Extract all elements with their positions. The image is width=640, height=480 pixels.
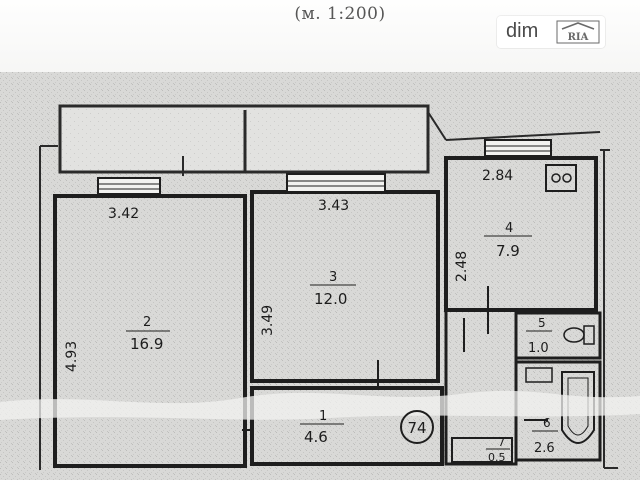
- room-4: [444, 156, 598, 312]
- apartment-number-stamp: 74: [400, 410, 434, 444]
- room-6-area: 2.6: [534, 441, 555, 456]
- dimension-room3-width: 3.43: [318, 198, 349, 214]
- room-3-area: 12.0: [314, 290, 347, 308]
- dimension-room2-depth: 4.93: [64, 341, 80, 372]
- ria-logo: RIA: [556, 20, 600, 44]
- stove-icon: [545, 164, 577, 192]
- room-5-number: 5: [538, 316, 546, 330]
- room-2: [53, 194, 247, 468]
- room-7-number: 7: [498, 436, 505, 449]
- room-5: [514, 311, 602, 360]
- svg-text:RIA: RIA: [568, 32, 589, 43]
- scan-smudge: [0, 390, 640, 420]
- scale-label: (м. 1:200): [294, 4, 386, 24]
- watermark-text: dim: [506, 20, 539, 42]
- room-7: [451, 437, 513, 463]
- room-5-area: 1.0: [528, 341, 549, 356]
- dimension-room2-width: 3.42: [108, 206, 139, 222]
- watermark: dim RIA: [497, 16, 605, 48]
- room-2-number: 2: [143, 315, 151, 330]
- room-2-area: 16.9: [130, 335, 163, 353]
- room-3-number: 3: [329, 270, 337, 285]
- room-4-area: 7.9: [496, 242, 520, 260]
- apartment-number: 74: [407, 419, 426, 437]
- room-1-area: 4.6: [304, 428, 328, 446]
- window-room-2: [97, 177, 161, 195]
- dimension-room4-width: 2.84: [482, 168, 513, 184]
- room-1-number: 1: [319, 409, 327, 424]
- sink-icon: [525, 367, 553, 383]
- room-4-number: 4: [505, 221, 513, 236]
- bathtub-icon: [561, 371, 595, 444]
- room-1: [250, 386, 444, 466]
- window-room-3: [286, 173, 386, 193]
- toilet-icon: [563, 325, 595, 345]
- window-room-4: [484, 139, 552, 157]
- room-6-number: 6: [543, 416, 551, 430]
- dimension-room3-depth: 3.49: [260, 305, 276, 336]
- room-7-area: 0.5: [488, 451, 506, 464]
- dimension-room4-depth: 2.48: [454, 251, 470, 282]
